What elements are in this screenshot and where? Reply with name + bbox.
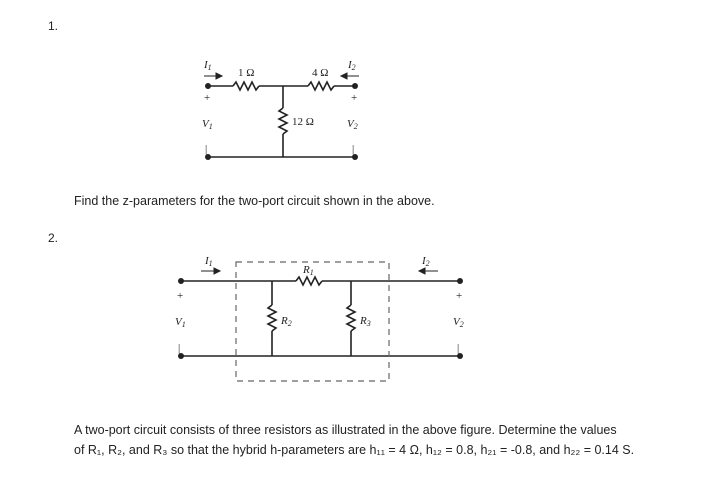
plus-sign: +	[177, 290, 183, 302]
plus-sign: +	[204, 92, 210, 104]
label-v2: V	[347, 118, 355, 130]
label-v2-sub: 2	[460, 320, 464, 329]
terminal-dot	[457, 278, 463, 284]
label-4ohm: 4 Ω	[312, 67, 328, 79]
label-v1-sub: 1	[182, 320, 186, 329]
label-i1: I	[203, 59, 209, 71]
problem-2-number: 2.	[48, 231, 59, 245]
svg-text:I2: I2	[347, 59, 356, 72]
problem-1-question: Find the z-parameters for the two-port c…	[74, 194, 435, 208]
label-v2-sub: 2	[354, 122, 358, 131]
svg-text:V1: V1	[202, 118, 213, 131]
label-r1: R	[302, 264, 310, 276]
label-r3-sub: 3	[366, 319, 371, 328]
minus-sign: |	[205, 143, 207, 155]
two-port-box	[235, 261, 390, 382]
plus-sign: +	[456, 290, 462, 302]
plus-sign: +	[351, 92, 357, 104]
resistor-r3	[345, 304, 357, 332]
resistor-r2	[266, 304, 278, 332]
svg-text:V1: V1	[175, 316, 186, 329]
terminal-dot	[205, 154, 211, 160]
label-i2-sub: 2	[352, 63, 356, 72]
label-i1-sub: 1	[208, 63, 212, 72]
problem-2-question-line-2: of R₁, R₂, and R₃ so that the hybrid h-p…	[74, 443, 635, 457]
label-v1: V	[202, 118, 210, 130]
problem-1-number: 1.	[48, 19, 59, 33]
label-r1-sub: 1	[310, 268, 314, 277]
terminal-dot	[205, 83, 211, 89]
label-i2: I	[421, 255, 427, 267]
svg-text:V2: V2	[347, 118, 358, 131]
minus-sign: |	[352, 143, 354, 155]
label-v1-sub: 1	[209, 122, 213, 131]
svg-text:12 Ω: 12 Ω	[292, 116, 314, 128]
svg-text:I1: I1	[203, 59, 212, 72]
resistor-4ohm	[307, 80, 335, 92]
label-1ohm: 1 Ω	[238, 67, 254, 79]
terminal-dot	[352, 154, 358, 160]
svg-text:1 Ω: 1 Ω	[238, 67, 254, 79]
resistor-1ohm	[232, 80, 260, 92]
minus-sign: |	[178, 342, 180, 354]
svg-text:R2: R2	[280, 315, 292, 328]
terminal-dot	[178, 353, 184, 359]
svg-text:I1: I1	[204, 255, 213, 268]
svg-text:4 Ω: 4 Ω	[312, 67, 328, 79]
label-r2: R	[280, 315, 288, 327]
resistor-12ohm	[277, 107, 289, 135]
label-i2-sub: 2	[426, 259, 430, 268]
svg-text:R1: R1	[302, 264, 314, 277]
label-i1: I	[204, 255, 210, 267]
label-i1-sub: 1	[209, 259, 213, 268]
terminal-dot	[178, 278, 184, 284]
resistor-r1	[295, 275, 323, 287]
label-v2: V	[453, 316, 461, 328]
label-r2-sub: 2	[288, 319, 292, 328]
label-r3: R	[359, 315, 367, 327]
problem-2-question-line-1: A two-port circuit consists of three res…	[74, 423, 617, 437]
label-12ohm: 12 Ω	[292, 116, 314, 128]
svg-text:V2: V2	[453, 316, 464, 329]
terminal-dot	[457, 353, 463, 359]
label-i2: I	[347, 59, 353, 71]
minus-sign: |	[457, 342, 459, 354]
svg-text:R3: R3	[359, 315, 371, 328]
terminal-dot	[352, 83, 358, 89]
label-v1: V	[175, 316, 183, 328]
svg-text:I2: I2	[421, 255, 430, 268]
